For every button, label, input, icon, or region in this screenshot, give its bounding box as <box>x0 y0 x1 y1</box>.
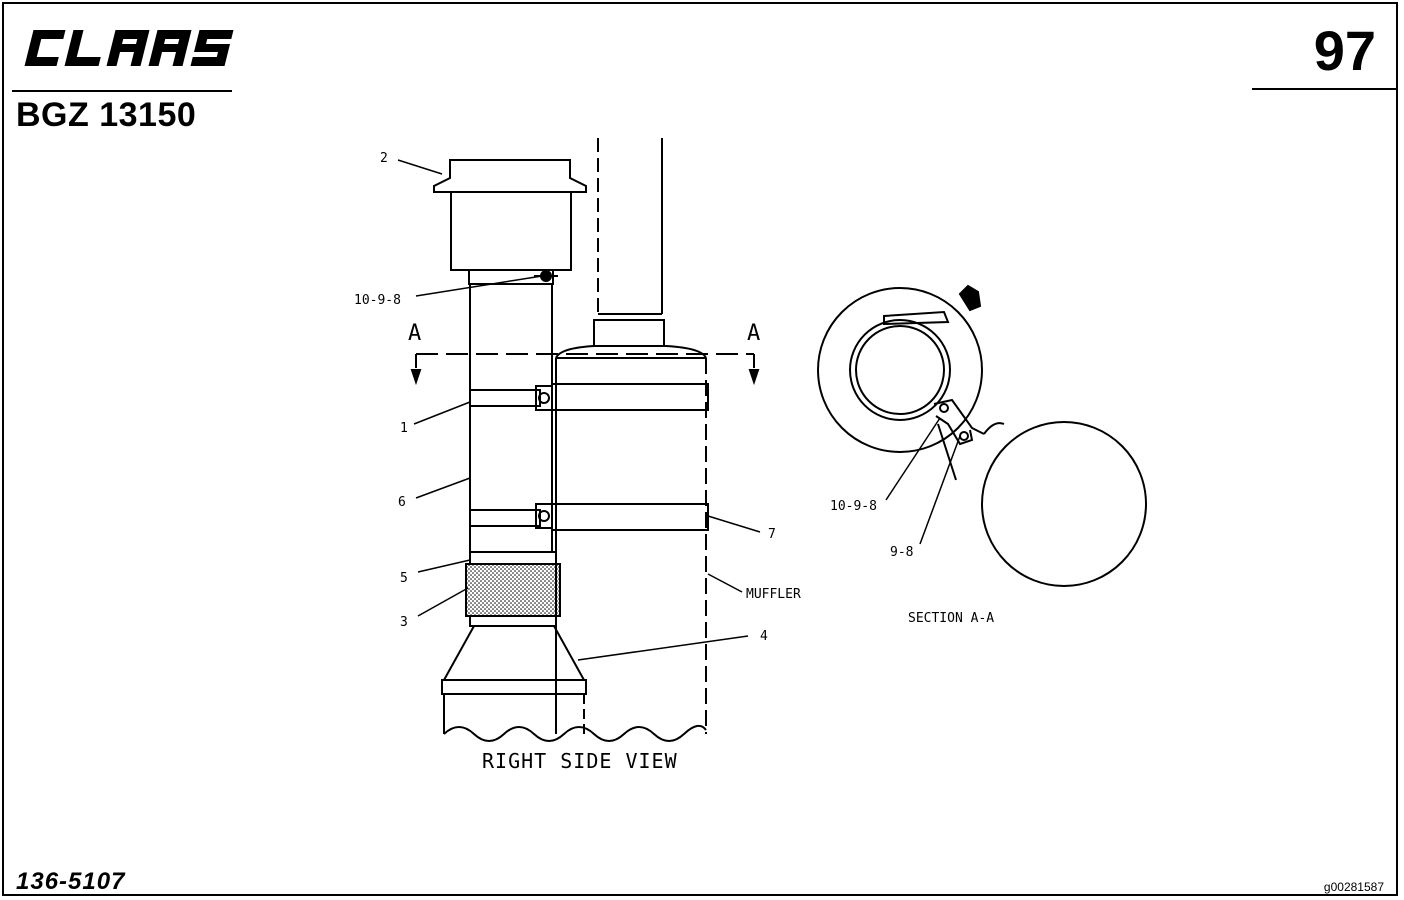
callout-10-9-8-top: 10-9-8 <box>354 293 401 308</box>
view-title: RIGHT SIDE VIEW <box>482 749 678 773</box>
page-number: 97 <box>1313 19 1376 82</box>
callout-2: 2 <box>380 151 388 166</box>
leader-lines <box>397 159 961 661</box>
part-number: 136-5107 <box>16 868 126 895</box>
muffler-inlet <box>593 138 665 347</box>
rain-cap <box>433 159 587 285</box>
cone-adapter <box>441 625 587 734</box>
document-code: BGZ 13150 <box>16 96 197 134</box>
callout-7: 7 <box>768 527 776 542</box>
muffler-label: MUFFLER <box>746 587 801 602</box>
header-rule-right <box>1252 88 1398 90</box>
flex-coupling <box>465 551 561 627</box>
callout-3: 3 <box>400 615 408 630</box>
image-id: g00281587 <box>1323 880 1384 894</box>
claas-logo <box>24 30 234 66</box>
section-view <box>817 284 1147 587</box>
header-rule-left <box>12 90 232 92</box>
break-line <box>443 724 707 742</box>
callout-4: 4 <box>760 629 768 644</box>
callout-9-8: 9-8 <box>890 545 913 560</box>
callout-1: 1 <box>400 421 408 436</box>
section-marker-right: A <box>747 321 760 346</box>
exhaust-diagram: 2 10-9-8 A A 1 6 5 3 4 7 MUFFLER 10-9-8 … <box>354 138 1147 773</box>
upper-clamp <box>469 383 709 411</box>
callout-5: 5 <box>400 571 408 586</box>
section-marker-left: A <box>408 321 421 346</box>
callout-10-9-8-section: 10-9-8 <box>830 499 877 514</box>
section-title: SECTION A-A <box>908 611 994 626</box>
muffler-body <box>555 345 707 734</box>
callout-6: 6 <box>398 495 406 510</box>
section-line <box>410 353 760 386</box>
lower-clamp <box>469 503 709 531</box>
